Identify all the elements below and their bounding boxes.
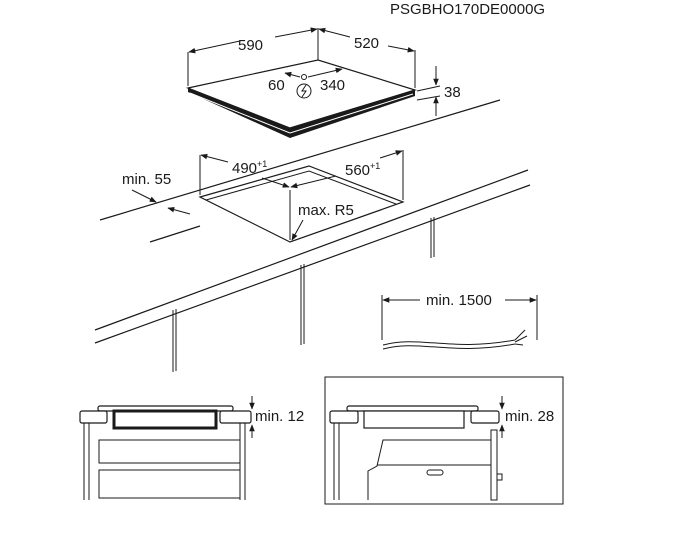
cutout-depth-label: 490+1 (232, 159, 267, 177)
worktop-drawing: 490+1 560+1 max. R5 min. 55 (94, 99, 531, 372)
lightning-icon (296, 83, 312, 99)
model-code: PSGBHO170DE0000G (390, 1, 545, 18)
hob-drawing: 590 520 60 340 38 (185, 27, 461, 138)
connection-right-label: 340 (320, 77, 345, 94)
cutout-width-label: 560+1 (345, 161, 380, 179)
hob-depth-label: 520 (354, 35, 379, 52)
front-distance-label: min. 55 (122, 171, 171, 188)
connection-left-label: 60 (268, 77, 285, 94)
corner-radius-label: max. R5 (298, 202, 354, 219)
drawer-installation-drawing: min. 12 (79, 396, 304, 500)
oven-installation-drawing: min. 28 (324, 376, 564, 505)
hob-height-label: 38 (444, 84, 461, 101)
hob-width-label: 590 (238, 37, 263, 54)
drawer-clearance-label: min. 12 (255, 408, 304, 425)
oven-clearance-label: min. 28 (505, 408, 554, 425)
cable-drawing: min. 1500 (381, 292, 538, 350)
cable-length-label: min. 1500 (426, 292, 492, 309)
